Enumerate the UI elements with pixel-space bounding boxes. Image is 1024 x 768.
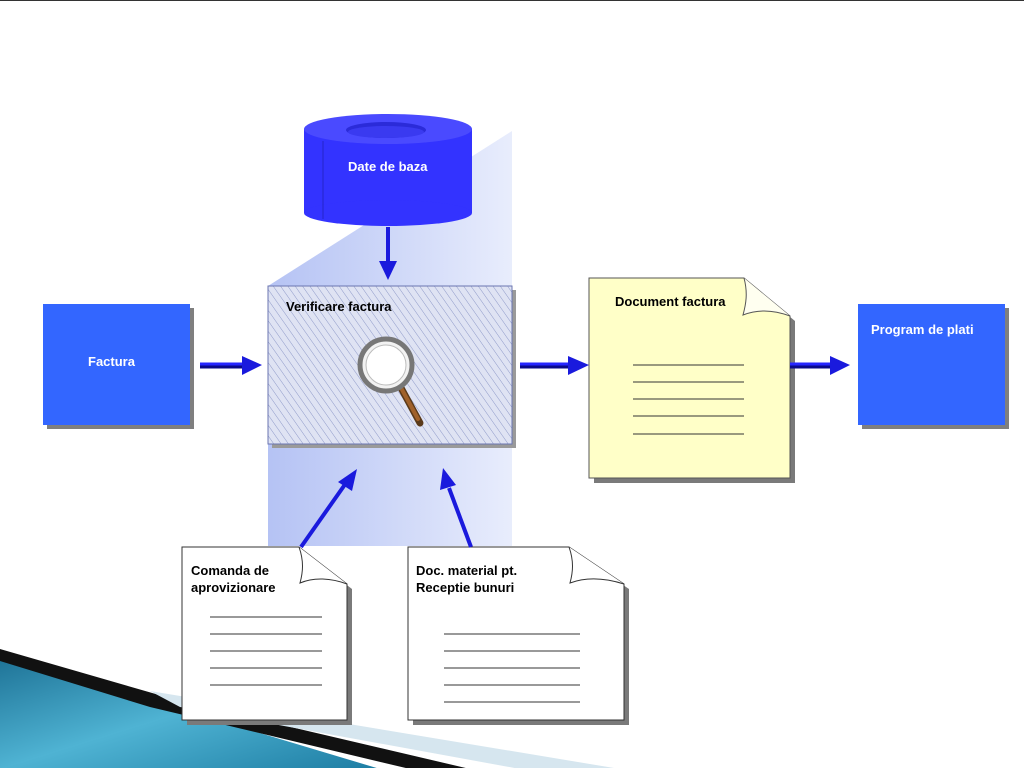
arrow-order-to-verify	[299, 469, 357, 549]
goods-receipt-label-line2: Receptie bunuri	[416, 580, 515, 595]
verify-box	[267, 285, 516, 448]
arrow-verify-to-document	[520, 356, 589, 375]
arrow-database-to-verify	[379, 227, 397, 280]
arrow-receipt-to-verify	[440, 468, 473, 548]
goods-receipt-document	[407, 546, 629, 725]
verify-label: Verificare factura	[286, 299, 392, 314]
goods-receipt-label-line1: Doc. material pt.	[416, 563, 518, 578]
database-label: Date de baza	[348, 159, 428, 174]
invoice-document	[588, 277, 795, 483]
database-cylinder	[304, 114, 472, 226]
payment-program-box	[858, 304, 1009, 429]
arrow-invoice-to-verify	[200, 356, 262, 375]
invoice-label: Factura	[88, 354, 135, 369]
invoice-box	[43, 304, 194, 429]
purchase-order-label-line1: Comanda de	[191, 563, 270, 578]
invoice-document-label: Document factura	[615, 294, 726, 309]
arrow-document-to-payment	[790, 356, 850, 375]
purchase-order-label-line2: aprovizionare	[191, 580, 276, 595]
magnifier-icon	[357, 336, 424, 427]
payment-program-label: Program de plati	[871, 322, 974, 337]
purchase-order-document	[181, 546, 352, 725]
